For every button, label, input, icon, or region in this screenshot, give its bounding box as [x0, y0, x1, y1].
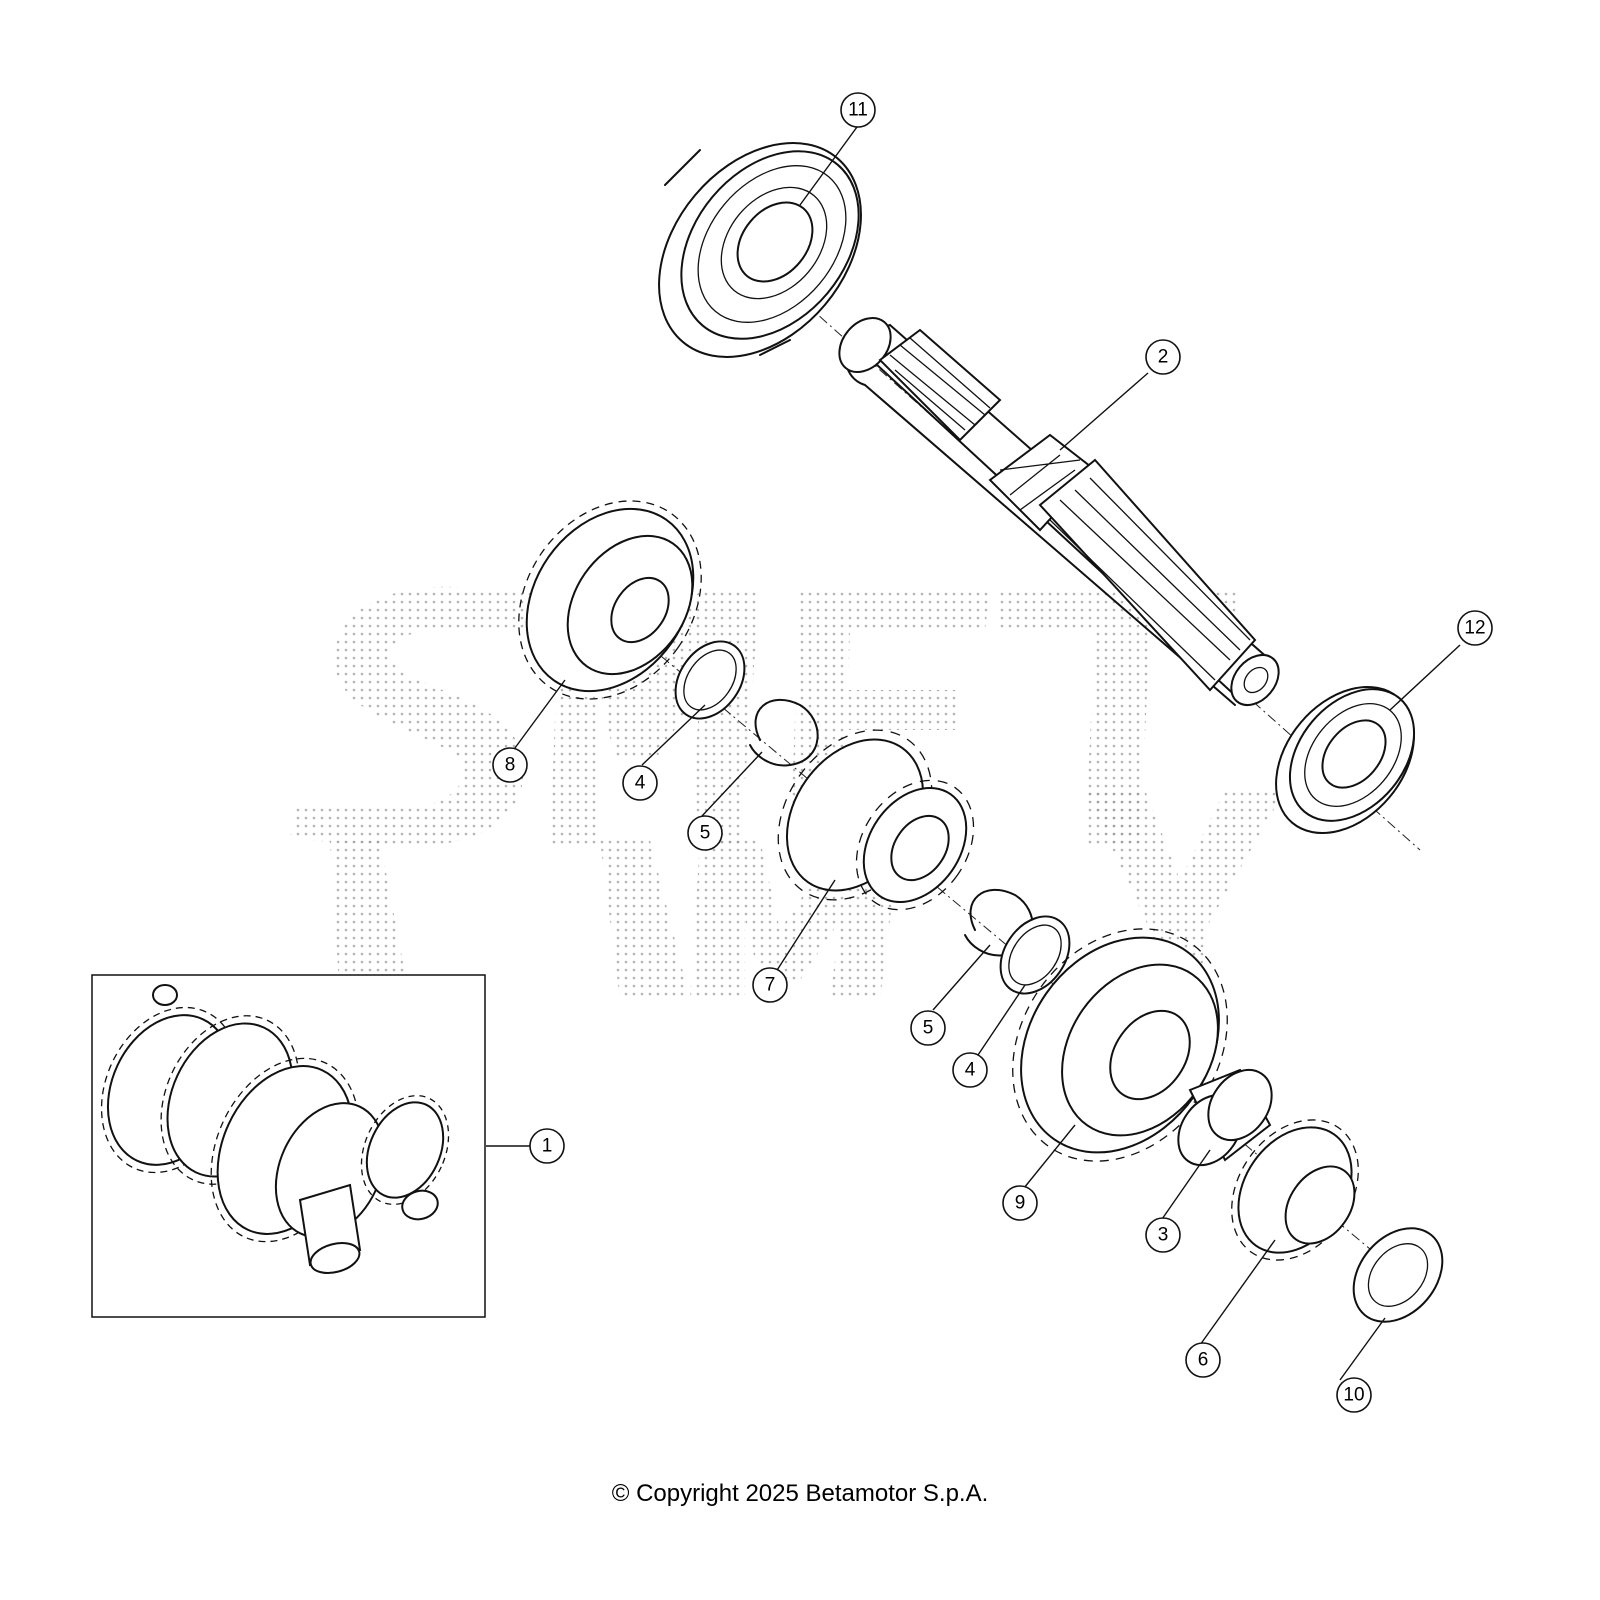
rings-lower-drawing — [964, 889, 1071, 995]
bearing-11-drawing — [658, 142, 862, 358]
gear-9-drawing — [1012, 928, 1228, 1162]
callout-2: 2 — [1145, 339, 1181, 375]
callout-10: 10 — [1336, 1377, 1372, 1413]
svg-text:5: 5 — [700, 823, 711, 844]
copyright-notice: © Copyright 2025 Betamotor S.p.A. — [611, 1480, 989, 1507]
svg-text:9: 9 — [1015, 1193, 1026, 1214]
svg-text:1: 1 — [542, 1136, 553, 1157]
washer-10-drawing — [1352, 1227, 1444, 1323]
callout-4-upper: 4 — [622, 765, 658, 801]
callout-12: 12 — [1457, 610, 1493, 646]
leader-lines — [486, 126, 1461, 1381]
bushing-3-drawing — [1177, 1068, 1273, 1167]
callout-5-upper: 5 — [687, 815, 723, 851]
callout-7: 7 — [752, 967, 788, 1003]
shaft-2-drawing — [838, 317, 1280, 707]
svg-text:6: 6 — [1198, 1350, 1209, 1371]
callout-4-lower: 4 — [952, 1052, 988, 1088]
callout-9: 9 — [1002, 1185, 1038, 1221]
svg-text:4: 4 — [965, 1060, 976, 1081]
assembly-inset — [91, 974, 486, 1318]
svg-text:5: 5 — [923, 1018, 934, 1039]
svg-text:12: 12 — [1464, 618, 1485, 639]
gear-8-drawing — [518, 500, 702, 700]
svg-text:11: 11 — [848, 100, 868, 121]
svg-text:3: 3 — [1158, 1225, 1169, 1246]
gear-7-drawing — [777, 729, 975, 911]
svg-text:2: 2 — [1158, 347, 1169, 368]
bearing-12-drawing — [1275, 685, 1416, 835]
callout-6: 6 — [1185, 1342, 1221, 1378]
svg-text:10: 10 — [1343, 1385, 1364, 1406]
svg-text:7: 7 — [765, 975, 776, 996]
svg-text:8: 8 — [505, 755, 516, 776]
callout-3: 3 — [1145, 1217, 1181, 1253]
callout-1: 1 — [529, 1128, 565, 1164]
gear-6-drawing — [1231, 1119, 1359, 1261]
svg-text:4: 4 — [635, 773, 646, 794]
callout-5-lower: 5 — [910, 1010, 946, 1046]
rings-upper-drawing — [674, 640, 819, 767]
callout-11: 11 — [840, 92, 876, 128]
callout-8: 8 — [492, 747, 528, 783]
